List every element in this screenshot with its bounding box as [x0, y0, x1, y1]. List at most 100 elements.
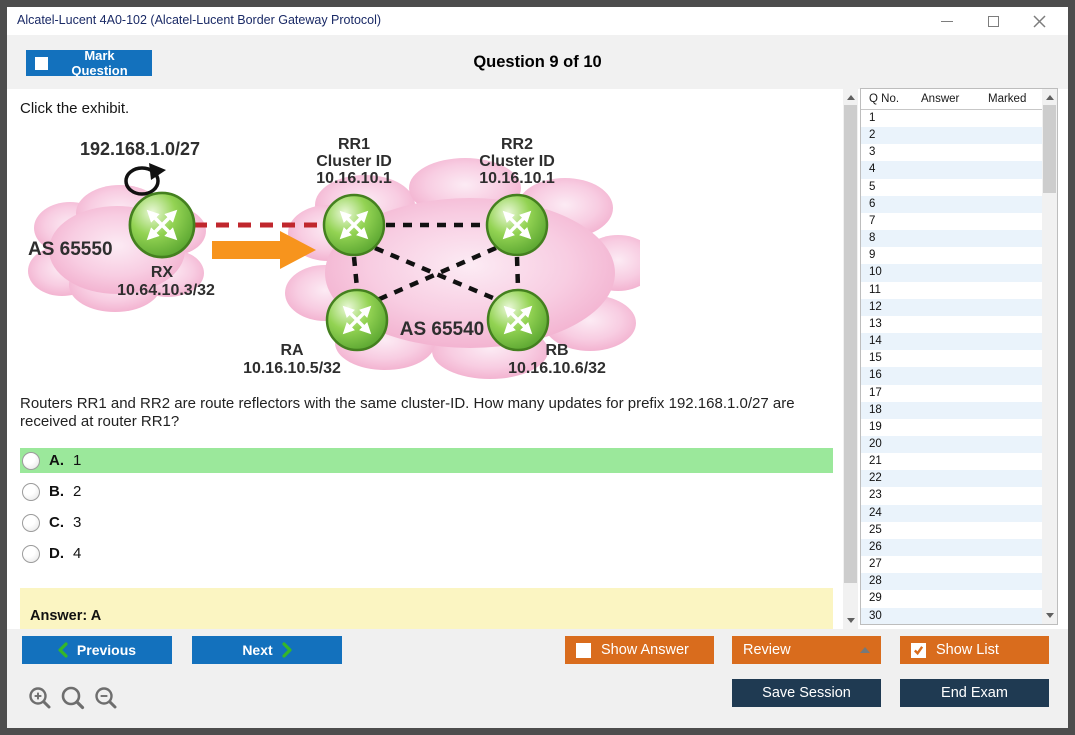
window-controls	[924, 7, 1062, 35]
rb-name-label: RB	[545, 342, 568, 359]
rr1-clusterid-label: 10.16.10.1	[316, 170, 392, 187]
question-list-row[interactable]: 7	[869, 214, 876, 227]
save-session-label: Save Session	[762, 685, 851, 701]
question-list-row[interactable]: 19	[869, 420, 882, 433]
footer-bar: Previous Next Show Answer Review Show Li…	[7, 629, 1068, 728]
question-list-row[interactable]: 3	[869, 146, 876, 159]
router-rb-icon	[488, 290, 548, 350]
previous-button[interactable]: Previous	[22, 636, 172, 664]
scroll-up-icon[interactable]	[846, 95, 855, 100]
close-button[interactable]	[1016, 7, 1062, 35]
as-left-label: AS 65550	[28, 239, 113, 260]
radio-icon[interactable]	[22, 482, 40, 501]
question-list-row[interactable]: 12	[861, 298, 1042, 316]
mark-question-checkbox-icon	[35, 56, 48, 70]
question-list-row[interactable]: 4	[861, 161, 1042, 179]
show-list-button[interactable]: Show List	[900, 636, 1049, 664]
ra-ip-label: 10.16.10.5/32	[243, 360, 341, 377]
option-a[interactable]: A. 1	[20, 448, 833, 473]
rr2-name-label: RR2	[501, 136, 533, 153]
exhibit-diagram[interactable]: 192.168.1.0/27 AS 65550 AS 65540 RX 10.6…	[20, 133, 640, 383]
save-session-button[interactable]: Save Session	[732, 679, 881, 707]
question-list-row[interactable]: 2	[861, 127, 1042, 145]
mark-question-button[interactable]: Mark Question	[26, 48, 152, 78]
maximize-button[interactable]	[970, 7, 1016, 35]
chevron-right-icon	[282, 642, 292, 658]
question-list-row[interactable]: 17	[869, 386, 882, 399]
sidebar-scrollbar[interactable]	[1042, 89, 1057, 624]
question-list-row[interactable]: 9	[869, 249, 876, 262]
question-list-row[interactable]: 1	[869, 112, 876, 124]
exhibit-prompt: Click the exhibit.	[20, 100, 130, 117]
question-list-row[interactable]: 18	[861, 401, 1042, 419]
next-button[interactable]: Next	[192, 636, 342, 664]
close-icon	[1032, 14, 1046, 28]
question-list-row[interactable]: 27	[869, 558, 882, 571]
as-right-label: AS 65540	[400, 319, 485, 340]
zoom-in-icon[interactable]	[27, 685, 53, 711]
question-counter: Question 9 of 10	[473, 52, 602, 71]
question-list-header: Q No. Answer Marked	[861, 89, 1057, 110]
question-list-row[interactable]: 16	[861, 367, 1042, 385]
question-list-row[interactable]: 25	[869, 523, 882, 536]
question-list-row[interactable]: 10	[861, 264, 1042, 282]
show-answer-button[interactable]: Show Answer	[565, 636, 714, 664]
review-label: Review	[743, 642, 791, 658]
radio-icon[interactable]	[22, 451, 40, 470]
question-list-row[interactable]: 5	[869, 180, 876, 193]
scrollbar-thumb[interactable]	[844, 105, 857, 583]
scrollbar-thumb[interactable]	[1043, 105, 1056, 193]
option-letter: B.	[49, 483, 64, 500]
router-rr1-icon	[324, 195, 384, 255]
question-list-row[interactable]: 23	[869, 489, 882, 502]
question-list-row[interactable]: 22	[861, 470, 1042, 488]
question-list-row[interactable]: 24	[861, 504, 1042, 522]
rr1-name-label: RR1	[338, 136, 370, 153]
review-dropdown-button[interactable]: Review	[732, 636, 881, 664]
question-list-row[interactable]: 26	[861, 538, 1042, 557]
column-marked: Marked	[988, 93, 1027, 105]
rx-ip-label: 10.64.10.3/32	[117, 282, 215, 299]
question-list-row[interactable]: 14	[861, 333, 1042, 351]
question-list-row[interactable]: 20	[861, 435, 1042, 454]
question-text-line2: received at router RR1?	[20, 412, 180, 430]
zoom-out-icon[interactable]	[93, 685, 119, 711]
option-text: 1	[73, 452, 82, 469]
question-list-row[interactable]: 8	[861, 230, 1042, 248]
answer-reveal-box: Answer: A	[20, 588, 833, 629]
scroll-down-icon[interactable]	[1045, 613, 1054, 618]
option-c[interactable]: C. 3	[20, 510, 833, 535]
router-rx-icon	[130, 193, 194, 257]
as65540-cloud	[285, 158, 640, 379]
question-list-row[interactable]: 21	[869, 455, 882, 468]
question-list-row[interactable]: 29	[869, 592, 882, 605]
question-list-row[interactable]: 30	[861, 607, 1042, 624]
scroll-down-icon[interactable]	[846, 618, 855, 623]
question-text-line1: Routers RR1 and RR2 are route reflectors…	[20, 395, 795, 412]
advertise-arrow-icon	[212, 231, 316, 269]
minimize-icon	[941, 20, 953, 22]
ibgp-links	[351, 222, 521, 304]
option-text: 3	[73, 514, 82, 531]
radio-icon[interactable]	[22, 544, 40, 563]
window-title: Alcatel-Lucent 4A0-102 (Alcatel-Lucent B…	[17, 13, 382, 27]
radio-icon[interactable]	[22, 513, 40, 532]
question-list-row[interactable]: 13	[869, 317, 882, 330]
question-list-row[interactable]: 11	[869, 283, 881, 296]
minimize-button[interactable]	[924, 7, 970, 35]
question-list-row[interactable]: 15	[869, 352, 882, 365]
option-b[interactable]: B. 2	[20, 479, 833, 504]
title-bar: Alcatel-Lucent 4A0-102 (Alcatel-Lucent B…	[7, 7, 1068, 35]
question-list-row[interactable]: 28	[861, 573, 1042, 591]
end-exam-button[interactable]: End Exam	[900, 679, 1049, 707]
rb-ip-label: 10.16.10.6/32	[508, 360, 606, 377]
question-list-row[interactable]: 6	[861, 195, 1042, 213]
option-d[interactable]: D. 4	[20, 541, 833, 566]
zoom-icon[interactable]	[60, 685, 86, 711]
main-scrollbar[interactable]	[843, 89, 858, 629]
scroll-up-icon[interactable]	[1045, 95, 1054, 100]
question-text: Routers RR1 and RR2 are route reflectors…	[20, 395, 795, 430]
